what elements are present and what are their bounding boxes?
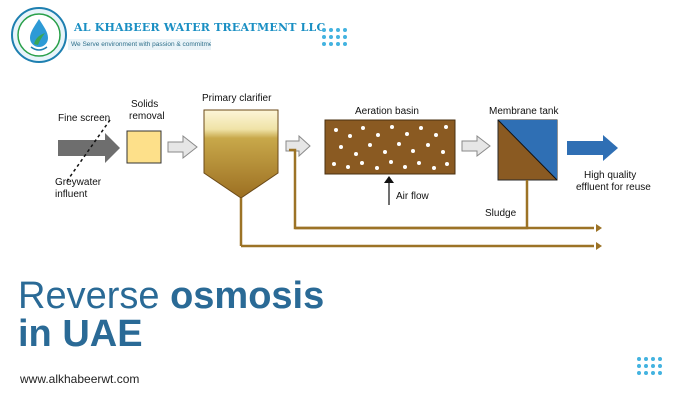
label-primary-clarifier: Primary clarifier (202, 93, 272, 104)
label-solids-1: Solids (131, 99, 158, 110)
sludge-recycle-lines (241, 148, 594, 248)
decorative-dots-top (322, 28, 347, 46)
label-solids-2: removal (129, 111, 165, 122)
output-arrow (567, 135, 618, 161)
label-fine-screen: Fine screen (58, 113, 110, 124)
label-greywater-1: Greywater (55, 177, 102, 188)
headline-bold-word: osmosis (170, 275, 325, 317)
decorative-dots-bottom (637, 357, 662, 375)
label-effluent-1: High quality (584, 170, 636, 181)
label-membrane-tank: Membrane tank (489, 106, 559, 117)
primary-clarifier-tank (203, 109, 279, 199)
website-link[interactable]: www.alkhabeerwt.com (20, 372, 140, 386)
label-sludge: Sludge (485, 208, 517, 219)
arrow-to-membrane (461, 134, 491, 158)
solids-removal-box (126, 130, 162, 164)
treatment-process-diagram: Fine screen Greywater influent Solids re… (55, 93, 651, 250)
label-greywater-2: influent (55, 189, 87, 200)
arrow-to-aeration (285, 134, 311, 158)
brand-tagline: We Serve environment with passion & comm… (68, 39, 211, 50)
label-effluent-2: effluent for reuse (576, 182, 651, 193)
aeration-basin (324, 119, 456, 175)
headline-line-1: Reverse osmosis (18, 276, 324, 316)
fine-screen-line (66, 119, 111, 182)
arrow-to-clarifier (167, 134, 198, 160)
air-bubbles (332, 125, 449, 170)
inlet-arrow (58, 133, 120, 163)
headline-light-word: Reverse (18, 275, 160, 317)
brand-name: AL KHABEER WATER TREATMENT LLC (74, 21, 326, 34)
label-aeration-basin: Aeration basin (355, 106, 419, 117)
label-air-flow: Air flow (396, 191, 430, 202)
headline-line-2: in UAE (18, 313, 143, 355)
company-logo (11, 7, 67, 63)
